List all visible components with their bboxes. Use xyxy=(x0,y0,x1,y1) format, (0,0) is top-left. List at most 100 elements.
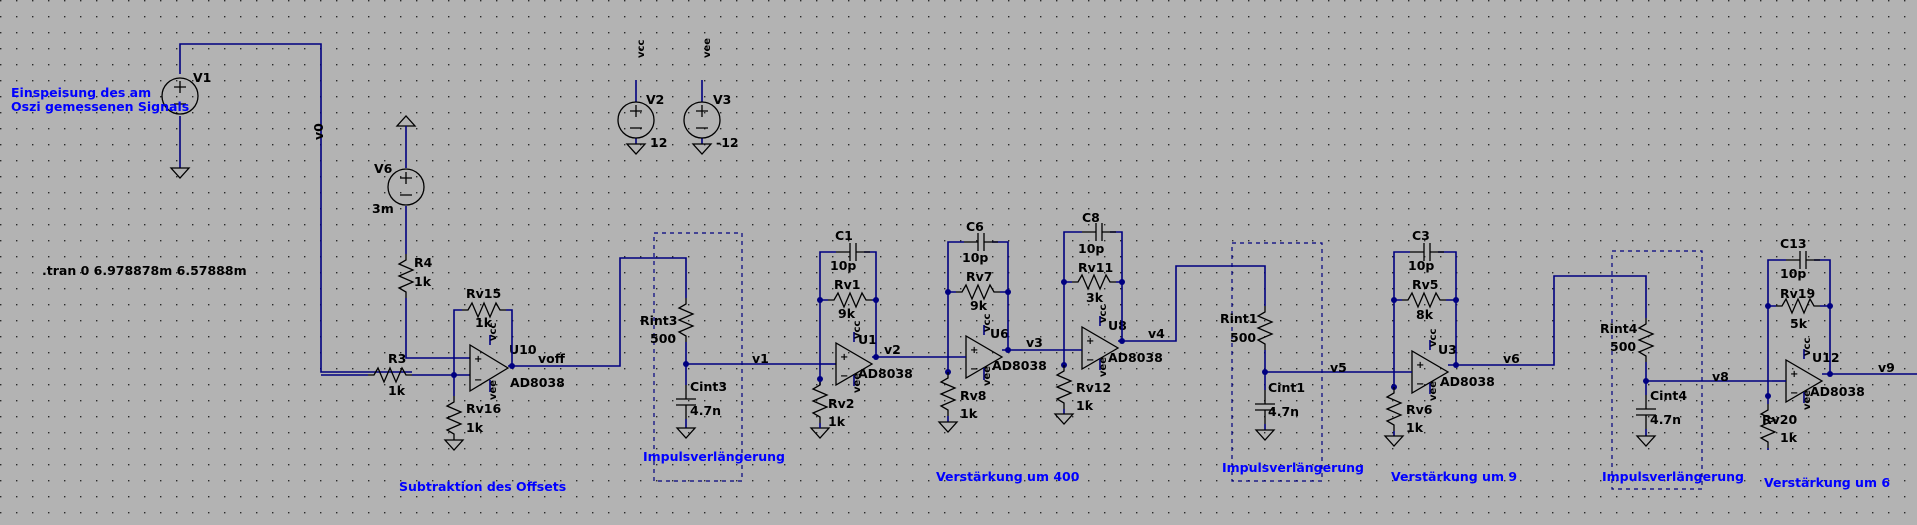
capacitor-c6[interactable]: C6 10p xyxy=(962,219,999,265)
rint1-value: 500 xyxy=(1230,330,1256,345)
net-label-v8: v8 xyxy=(1712,369,1729,384)
resistor-rv15[interactable]: Rv15 1k xyxy=(453,286,513,375)
source-v2[interactable]: V2 12 vcc xyxy=(617,40,667,155)
r4-value: 1k xyxy=(414,274,432,289)
c13-value: 10p xyxy=(1780,266,1806,281)
opamp-u8[interactable]: + − vcc vee U8 AD8038 xyxy=(1081,305,1163,377)
comment-pulse-3: Impulsverlängerung xyxy=(1602,469,1744,484)
u3-vee: vee xyxy=(1428,381,1439,401)
rv15-name: Rv15 xyxy=(466,286,501,301)
resistor-r3[interactable]: R3 1k xyxy=(367,351,413,398)
c8-value: 10p xyxy=(1078,241,1104,256)
u10-vee: vee xyxy=(488,380,499,400)
u6-model: AD8038 xyxy=(992,358,1047,373)
opamp-u12[interactable]: + − vcc vee U12 AD8038 xyxy=(1785,338,1865,410)
cint1-name: Cint1 xyxy=(1268,380,1305,395)
resistor-rv8[interactable]: Rv8 1k xyxy=(938,371,986,433)
rint1-name: Rint1 xyxy=(1220,311,1257,326)
comment-input-1: Einspeisung des am xyxy=(11,85,151,100)
resistor-rint1[interactable]: Rint1 500 xyxy=(1220,305,1273,351)
capacitor-c3[interactable]: C3 10p xyxy=(1408,228,1445,273)
resistor-rv19[interactable]: Rv19 5k xyxy=(1775,286,1821,331)
net-label-v2: v2 xyxy=(884,342,901,357)
rv5-value: 8k xyxy=(1416,307,1434,322)
rv1-value: 9k xyxy=(838,306,856,321)
cint3-value: 4.7n xyxy=(690,403,721,418)
rint4-value: 500 xyxy=(1610,339,1636,354)
v2-vcc-label: vcc xyxy=(636,40,647,58)
source-v3[interactable]: V3 -12 vee xyxy=(683,38,739,155)
v3-value: -12 xyxy=(716,135,739,150)
net-label-v5: v5 xyxy=(1330,360,1347,375)
resistor-r4[interactable]: R4 1k xyxy=(398,253,433,299)
comment-gain-6: Verstärkung um 6 xyxy=(1764,475,1890,490)
v6-name: V6 xyxy=(374,161,393,176)
capacitor-c1[interactable]: C1 10p xyxy=(830,228,871,273)
capacitor-cint4[interactable]: Cint4 4.7n xyxy=(1635,381,1687,447)
comment-offset: Subtraktion des Offsets xyxy=(399,479,566,494)
rv15-value: 1k xyxy=(475,315,493,330)
pulse-box-3 xyxy=(1611,250,1703,490)
resistor-rint3[interactable]: Rint3 500 xyxy=(640,297,694,346)
u8-name: U8 xyxy=(1108,318,1127,333)
net-label-v4: v4 xyxy=(1148,326,1165,341)
rv7-value: 9k xyxy=(970,298,988,313)
c3-value: 10p xyxy=(1408,258,1434,273)
capacitor-c8[interactable]: C8 10p xyxy=(1078,210,1117,256)
u3-model: AD8038 xyxy=(1440,374,1495,389)
svg-text:+: + xyxy=(1086,336,1094,347)
u8-model: AD8038 xyxy=(1108,350,1163,365)
rv2-name: Rv2 xyxy=(828,396,854,411)
cint3-name: Cint3 xyxy=(690,379,727,394)
capacitor-c13[interactable]: C13 10p xyxy=(1780,236,1821,281)
resistor-rv6[interactable]: Rv6 1k xyxy=(1384,386,1433,447)
comment-gain-9: Verstärkung um 9 xyxy=(1391,469,1517,484)
resistor-rv11[interactable]: Rv11 3k xyxy=(1071,260,1117,305)
c13-name: C13 xyxy=(1780,236,1807,251)
svg-text:+: + xyxy=(1790,369,1798,380)
c6-name: C6 xyxy=(966,219,984,234)
resistor-rv2[interactable]: Rv2 1k xyxy=(810,378,854,439)
resistor-rv1[interactable]: Rv1 9k xyxy=(827,277,873,321)
resistor-rv16[interactable]: Rv16 1k xyxy=(444,375,501,451)
capacitor-cint1[interactable]: Cint1 4.7n xyxy=(1254,372,1305,441)
capacitor-cint3[interactable]: Cint3 4.7n xyxy=(675,364,727,439)
net-label-v0: v0 xyxy=(311,123,326,140)
v6-value: 3m xyxy=(372,201,394,216)
net-label-v6: v6 xyxy=(1503,351,1520,366)
u1-vee: vee xyxy=(852,373,863,393)
svg-text:−: − xyxy=(1416,379,1424,390)
comment-pulse-2: Impulsverlängerung xyxy=(1222,460,1364,475)
rv16-name: Rv16 xyxy=(466,401,501,416)
resistor-rv20[interactable]: Rv20 1k xyxy=(1760,396,1798,450)
u12-vee: vee xyxy=(1802,390,1813,410)
opamp-u10[interactable]: + − vcc vee U10 AD8038 xyxy=(469,323,565,400)
resistor-rv12[interactable]: Rv12 1k xyxy=(1054,364,1111,425)
source-v1[interactable]: V1 xyxy=(161,43,412,373)
resistor-rint4[interactable]: Rint4 500 xyxy=(1600,317,1654,363)
spice-directive: .tran 0 6.978878m 6.57888m xyxy=(42,263,247,278)
net-label-voff: voff xyxy=(538,351,566,366)
rv12-name: Rv12 xyxy=(1076,380,1111,395)
u12-vcc: vcc xyxy=(1802,338,1813,356)
resistor-rv5[interactable]: Rv5 8k xyxy=(1401,277,1447,322)
rv7-name: Rv7 xyxy=(966,269,992,284)
cint1-value: 4.7n xyxy=(1268,404,1299,419)
resistor-rv7[interactable]: Rv7 9k xyxy=(955,269,1001,313)
rv19-name: Rv19 xyxy=(1780,286,1815,301)
u1-model: AD8038 xyxy=(858,366,913,381)
rv20-name: Rv20 xyxy=(1762,412,1797,427)
pulse-box-1 xyxy=(653,232,743,482)
u6-name: U6 xyxy=(990,326,1009,341)
v3-name: V3 xyxy=(713,92,731,107)
rv12-value: 1k xyxy=(1076,398,1094,413)
u8-vee: vee xyxy=(1098,357,1109,377)
opamp-u6[interactable]: + − vcc vee U6 AD8038 xyxy=(965,314,1047,386)
rv5-name: Rv5 xyxy=(1412,277,1438,292)
source-v6[interactable]: V6 3m xyxy=(372,115,425,254)
rv11-name: Rv11 xyxy=(1078,260,1113,275)
rint4-name: Rint4 xyxy=(1600,321,1638,336)
opamp-u1[interactable]: + − vcc vee U1 AD8038 xyxy=(835,321,913,393)
